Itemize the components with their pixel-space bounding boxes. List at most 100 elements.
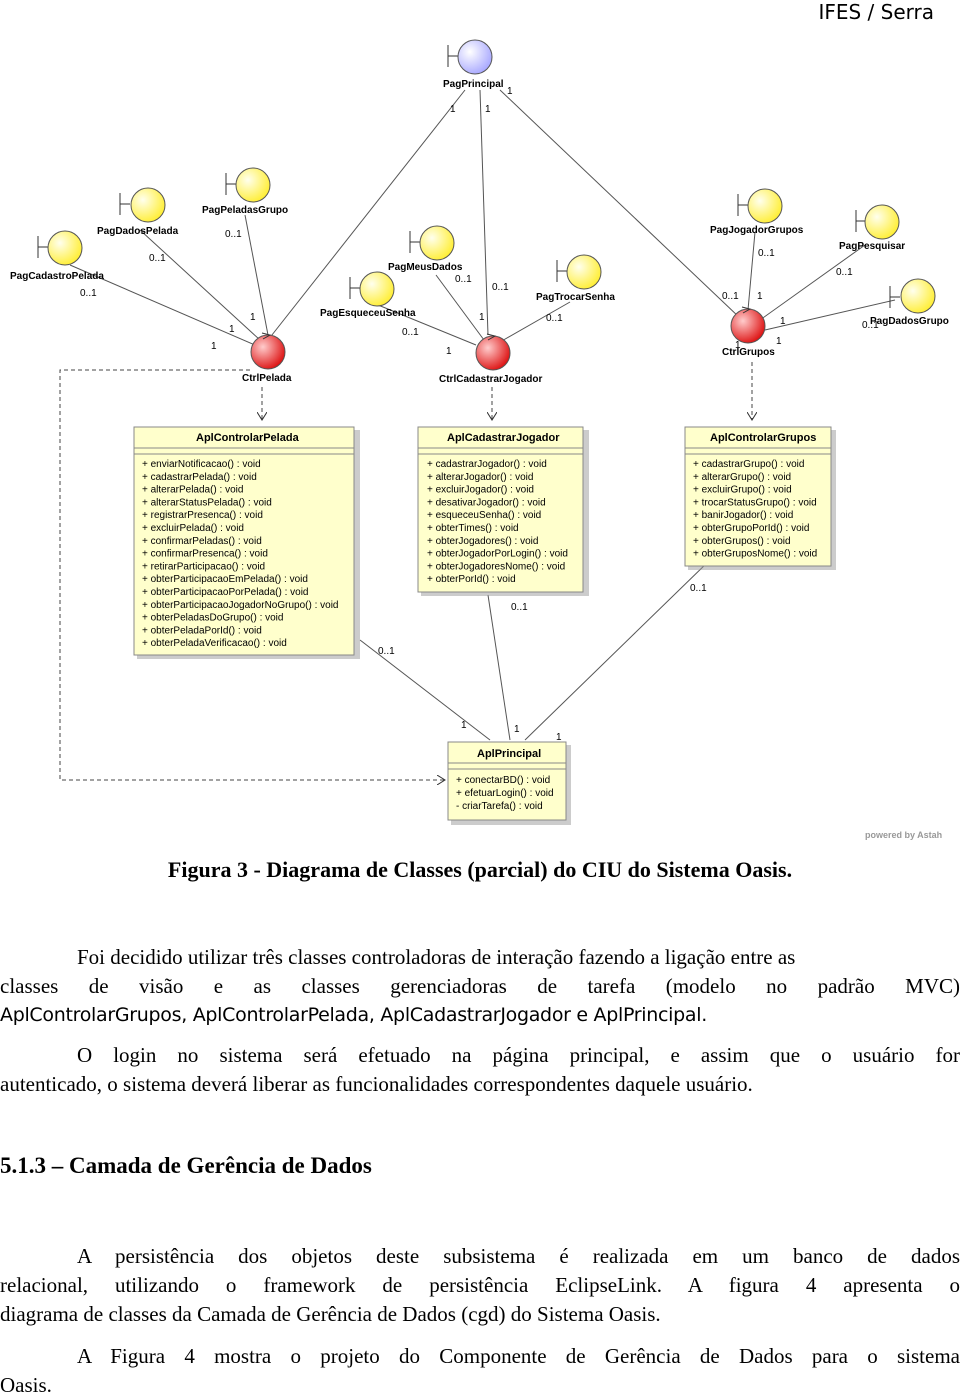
class-diagram: 1 1 1 0..1 1 0..1 1 0..1 1 0..1 1 0..1 1… <box>10 39 949 840</box>
paragraph-3-line-3: diagrama de classes da Camada de Gerênci… <box>0 1302 661 1326</box>
class-operation: + desativarJogador() : void <box>427 497 546 508</box>
svg-text:1: 1 <box>514 724 520 735</box>
svg-text:1: 1 <box>780 316 786 327</box>
class-operation: + excluirGrupo() : void <box>693 485 792 496</box>
class-operation: + obterPeladaPorId() : void <box>142 625 262 636</box>
svg-text:PagTrocarSenha: PagTrocarSenha <box>536 292 615 303</box>
svg-text:0..1: 0..1 <box>862 320 879 331</box>
class-operation: + confirmarPresenca() : void <box>142 549 268 560</box>
class-operation: + obterPorId() : void <box>427 574 516 585</box>
svg-text:1: 1 <box>250 312 256 323</box>
astah-watermark: powered by Astah <box>865 830 942 840</box>
figure-caption: Figura 3 - Diagrama de Classes (parcial)… <box>167 857 793 882</box>
class-aplcontrolarpelada: AplControlarPelada + enviarNotificacao()… <box>133 426 360 659</box>
paragraph-1: Foi decidido utilizar três classes contr… <box>0 943 960 1030</box>
svg-text:1: 1 <box>757 291 763 302</box>
association-lines <box>69 89 896 741</box>
svg-text:0..1: 0..1 <box>455 274 472 285</box>
class-operation: + obterPeladasDoGrupo() : void <box>142 613 283 624</box>
paragraph-1-line-1: Foi decidido utilizar três classes contr… <box>77 945 796 969</box>
paragraph-2-line-2: autenticado, o sistema deverá liberar as… <box>0 1072 753 1096</box>
class-operation: + obterPeladaVerificacao() : void <box>142 638 287 649</box>
paragraph-3-line-2: relacional, utilizando o framework de pe… <box>0 1273 960 1297</box>
paragraph-3-line-1: A persistência dos objetos deste subsist… <box>77 1244 960 1268</box>
class-operation: + obterJogadores() : void <box>427 536 538 547</box>
svg-text:PagPesquisar: PagPesquisar <box>839 241 905 252</box>
boundary-pagdadospelada: PagDadosPelada <box>97 187 179 237</box>
svg-text:1: 1 <box>556 732 562 743</box>
class-operation: + cadastrarGrupo() : void <box>693 459 804 470</box>
svg-text:0..1: 0..1 <box>546 313 563 324</box>
paragraph-4: A Figura 4 mostra o projeto do Component… <box>0 1342 960 1400</box>
control-ctrlcadastrarjogador: CtrlCadastrarJogador <box>439 333 542 385</box>
paragraph-1-line-3: AplControlarGrupos, AplControlarPelada, … <box>0 1004 707 1026</box>
class-operation: + alterarGrupo() : void <box>693 472 791 483</box>
svg-text:AplControlarGrupos: AplControlarGrupos <box>710 432 816 444</box>
class-operation: + excluirJogador() : void <box>427 485 534 496</box>
paragraph-4-line-2: Oasis. <box>0 1373 52 1397</box>
svg-text:AplPrincipal: AplPrincipal <box>477 748 541 760</box>
class-operation: + excluirPelada() : void <box>142 523 244 534</box>
class-operation: + efetuarLogin() : void <box>456 788 554 799</box>
boundary-pagpeladasgrupo: PagPeladasGrupo <box>202 167 288 216</box>
svg-text:PagCadastroPelada: PagCadastroPelada <box>10 271 104 282</box>
paragraph-4-line-1: A Figura 4 mostra o projeto do Component… <box>77 1344 960 1368</box>
class-operation: + confirmarPeladas() : void <box>142 536 262 547</box>
svg-text:0..1: 0..1 <box>758 248 775 259</box>
page-header: IFES / Serra <box>818 0 934 24</box>
class-operation: + alterarPelada() : void <box>142 485 243 496</box>
svg-text:0..1: 0..1 <box>836 267 853 278</box>
boundary-pagcadastropelada: PagCadastroPelada <box>10 230 104 282</box>
paragraph-1-line-2: classes de visão e as classes gerenciado… <box>0 974 960 998</box>
svg-text:1: 1 <box>507 86 513 97</box>
class-operation: + obterTimes() : void <box>427 523 519 534</box>
class-operation: + conectarBD() : void <box>456 775 550 786</box>
class-operation: + cadastrarJogador() : void <box>427 459 547 470</box>
class-aplcontrolargrupos: AplControlarGrupos + cadastrarGrupo() : … <box>684 426 836 570</box>
svg-text:CtrlCadastrarJogador: CtrlCadastrarJogador <box>439 374 542 385</box>
svg-text:1: 1 <box>479 312 485 323</box>
class-operation: + obterGrupoPorId() : void <box>693 523 809 534</box>
svg-text:0..1: 0..1 <box>149 253 166 264</box>
svg-text:1: 1 <box>450 104 456 115</box>
class-aplprincipal: AplPrincipal + conectarBD() : void + efet… <box>447 741 571 825</box>
svg-text:AplControlarPelada: AplControlarPelada <box>196 432 300 444</box>
control-ctrlgrupos: CtrlGrupos <box>722 306 775 358</box>
class-operation: + obterGruposNome() : void <box>693 549 817 560</box>
svg-text:1: 1 <box>776 336 782 347</box>
paragraph-2: O login no sistema será efetuado na pági… <box>0 1041 960 1099</box>
class-operation: + obterJogadoresNome() : void <box>427 561 565 572</box>
svg-text:AplCadastrarJogador: AplCadastrarJogador <box>447 432 560 444</box>
svg-text:0..1: 0..1 <box>511 602 528 613</box>
section-heading: 5.1.3 – Camada de Gerência de Dados <box>0 1153 372 1178</box>
class-operation: + obterGrupos() : void <box>693 536 791 547</box>
class-operation: + alterarJogador() : void <box>427 472 533 483</box>
svg-text:0..1: 0..1 <box>378 646 395 657</box>
svg-text:0..1: 0..1 <box>690 583 707 594</box>
svg-text:1: 1 <box>735 340 741 351</box>
class-operation: + alterarStatusPelada() : void <box>142 497 272 508</box>
svg-text:PagPrincipal: PagPrincipal <box>443 79 504 90</box>
multiplicity-labels: 1 1 1 0..1 1 0..1 1 0..1 1 0..1 1 0..1 1… <box>80 86 879 743</box>
svg-text:0..1: 0..1 <box>402 327 419 338</box>
svg-text:CtrlPelada: CtrlPelada <box>242 373 292 384</box>
svg-text:PagDadosGrupo: PagDadosGrupo <box>870 316 949 327</box>
class-operation: + obterParticipacaoPorPelada() : void <box>142 587 308 598</box>
svg-text:CtrlGrupos: CtrlGrupos <box>722 347 775 358</box>
svg-text:PagPeladasGrupo: PagPeladasGrupo <box>202 205 288 216</box>
class-operation: + obterJogadorPorLogin() : void <box>427 549 568 560</box>
svg-text:0..1: 0..1 <box>225 229 242 240</box>
svg-text:1: 1 <box>485 104 491 115</box>
svg-text:1: 1 <box>211 341 217 352</box>
boundary-pagdadosgrupo: PagDadosGrupo <box>870 278 949 327</box>
class-operation: + esqueceuSenha() : void <box>427 510 541 521</box>
svg-text:1: 1 <box>461 720 467 731</box>
class-operation: + cadastrarPelada() : void <box>142 472 257 483</box>
boundary-pagpesquisar: PagPesquisar <box>839 204 905 252</box>
class-operation: + obterParticipacaoJogadorNoGrupo() : vo… <box>142 600 339 611</box>
svg-text:0..1: 0..1 <box>492 282 509 293</box>
class-operation: + registrarPresenca() : void <box>142 510 263 521</box>
svg-text:PagMeusDados: PagMeusDados <box>388 262 463 273</box>
class-operation: + trocarStatusGrupo() : void <box>693 497 817 508</box>
svg-text:0..1: 0..1 <box>80 288 97 299</box>
